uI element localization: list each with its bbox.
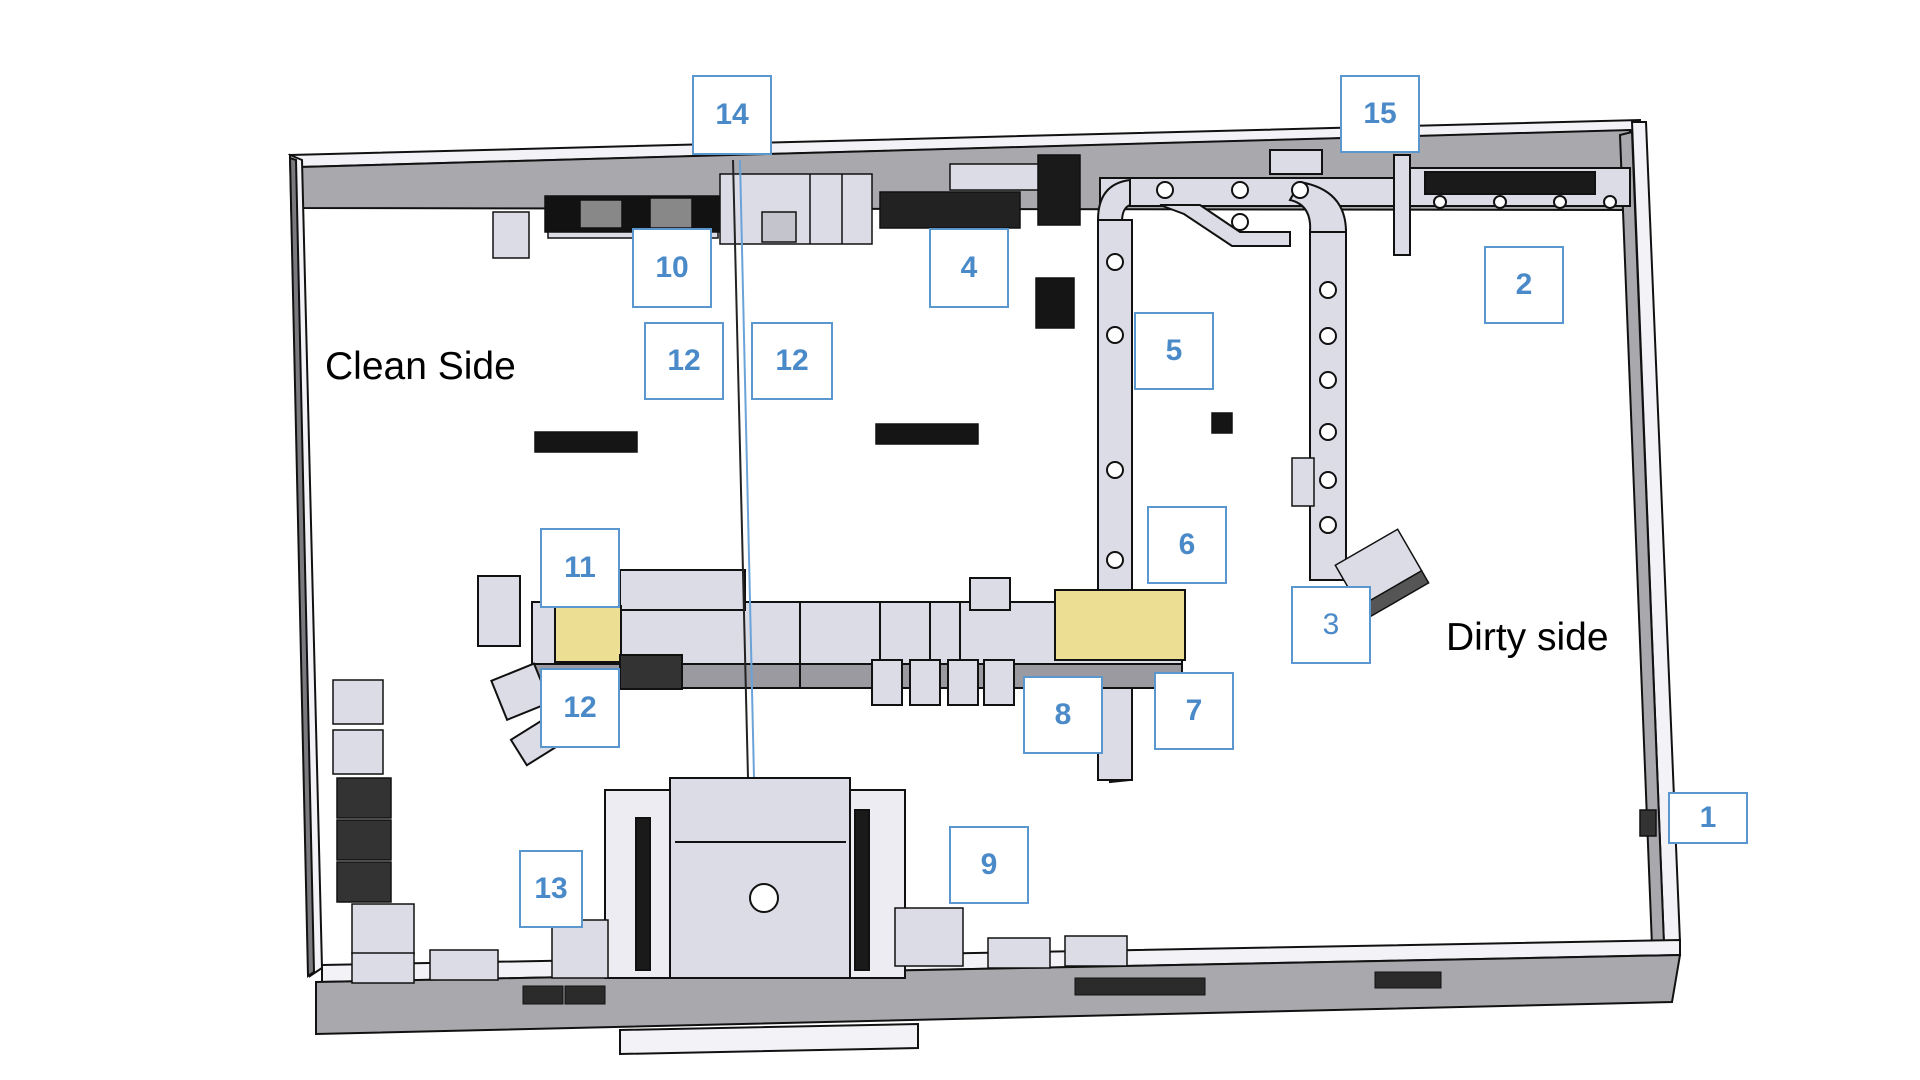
rack: [1424, 171, 1596, 195]
drain-hole: [749, 883, 779, 913]
grid-rack: [1037, 154, 1081, 226]
roller: [1603, 195, 1617, 209]
callout-6: 6: [1147, 506, 1227, 584]
top-equipment: [492, 154, 1081, 259]
bottom-wall-face: [315, 953, 1682, 1036]
cabinet: [351, 952, 415, 984]
washer-unit: [669, 777, 851, 979]
roller: [1319, 516, 1337, 534]
conveyor-left-belt: [1097, 219, 1133, 781]
roller: [1156, 181, 1174, 199]
callout-12-c: 12: [540, 668, 620, 748]
cabinet: [551, 919, 609, 979]
cabinet: [894, 907, 964, 967]
pump: [983, 659, 1015, 706]
roller: [1319, 327, 1337, 345]
callout-9: 9: [949, 826, 1029, 904]
wall-panel: [564, 985, 606, 1005]
grate: [649, 197, 693, 229]
callout-13: 13: [519, 850, 583, 928]
roller: [1106, 551, 1124, 569]
grille: [635, 817, 651, 971]
drain: [1211, 412, 1233, 434]
callout-3: 3: [1291, 586, 1371, 664]
cart: [492, 211, 530, 259]
fan-unit: [336, 819, 392, 861]
fan-unit: [336, 777, 392, 819]
roller: [1319, 471, 1337, 489]
pump: [947, 659, 979, 706]
floor-drain: [534, 431, 638, 453]
callout-5: 5: [1134, 312, 1214, 390]
wall-panel: [1074, 977, 1206, 996]
cabinet: [332, 679, 384, 725]
cabinet: [987, 937, 1051, 969]
roller: [1106, 461, 1124, 479]
roller: [1319, 281, 1337, 299]
roller: [1231, 213, 1249, 231]
callout-14: 14: [692, 75, 772, 155]
conveyor-diagonal: [1159, 204, 1291, 247]
conveyor-section: [879, 191, 1021, 229]
partition-line: [732, 159, 749, 779]
wall-panels: [522, 971, 1442, 1005]
tray: [949, 163, 1041, 191]
partition-glass: [739, 159, 755, 779]
roller: [1106, 326, 1124, 344]
tunnel-hood: [619, 569, 746, 611]
control-box: [969, 577, 1011, 611]
callout-7: 7: [1154, 672, 1234, 750]
cabinet: [332, 729, 384, 775]
callout-12-b: 12: [751, 322, 833, 400]
roller: [1553, 195, 1567, 209]
left-wall-shade: [288, 156, 316, 978]
wall-panel: [522, 985, 564, 1005]
pump: [871, 659, 903, 706]
loading-zone: [1054, 589, 1186, 661]
roller: [1319, 371, 1337, 389]
unit: [1269, 149, 1323, 175]
cabinet: [429, 949, 499, 981]
bottom-center-unit: [604, 777, 906, 979]
cabinet: [351, 903, 415, 955]
bin: [1035, 277, 1075, 329]
black-conveyor: [544, 195, 726, 233]
grate: [579, 199, 623, 229]
post: [1393, 154, 1411, 256]
roller: [1106, 253, 1124, 271]
bottom-platform: [619, 1022, 919, 1056]
loading-zone: [554, 605, 622, 663]
bottom-left-stack: [332, 679, 1128, 984]
pump: [909, 659, 941, 706]
zone-label-dirty: Dirty side: [1446, 616, 1609, 659]
partition: [732, 159, 755, 779]
machine-panel: [761, 211, 797, 243]
roller: [1319, 423, 1337, 441]
callout-15: 15: [1340, 75, 1420, 153]
conveyor-top: [1099, 177, 1441, 207]
grille: [854, 809, 870, 971]
cabinet: [477, 575, 521, 647]
cabinet: [1064, 935, 1128, 967]
roller: [1291, 181, 1309, 199]
floor-drain: [875, 423, 979, 445]
roller: [1231, 181, 1249, 199]
wall-panel: [1374, 971, 1442, 989]
callout-1: 1: [1668, 792, 1748, 844]
pump: [619, 654, 683, 690]
callout-10: 10: [632, 228, 712, 308]
side-unit: [1291, 457, 1315, 507]
roller: [1493, 195, 1507, 209]
wall-fixture: [1639, 809, 1657, 837]
tunnel-dishwasher: [477, 569, 1186, 767]
fan-unit: [336, 861, 392, 903]
callout-4: 4: [929, 228, 1009, 308]
callout-12-a: 12: [644, 322, 724, 400]
callout-2: 2: [1484, 246, 1564, 324]
zone-label-clean: Clean Side: [325, 345, 516, 388]
callout-11: 11: [540, 528, 620, 608]
callout-8: 8: [1023, 676, 1103, 754]
rollers: [1106, 181, 1617, 627]
roller: [1433, 195, 1447, 209]
